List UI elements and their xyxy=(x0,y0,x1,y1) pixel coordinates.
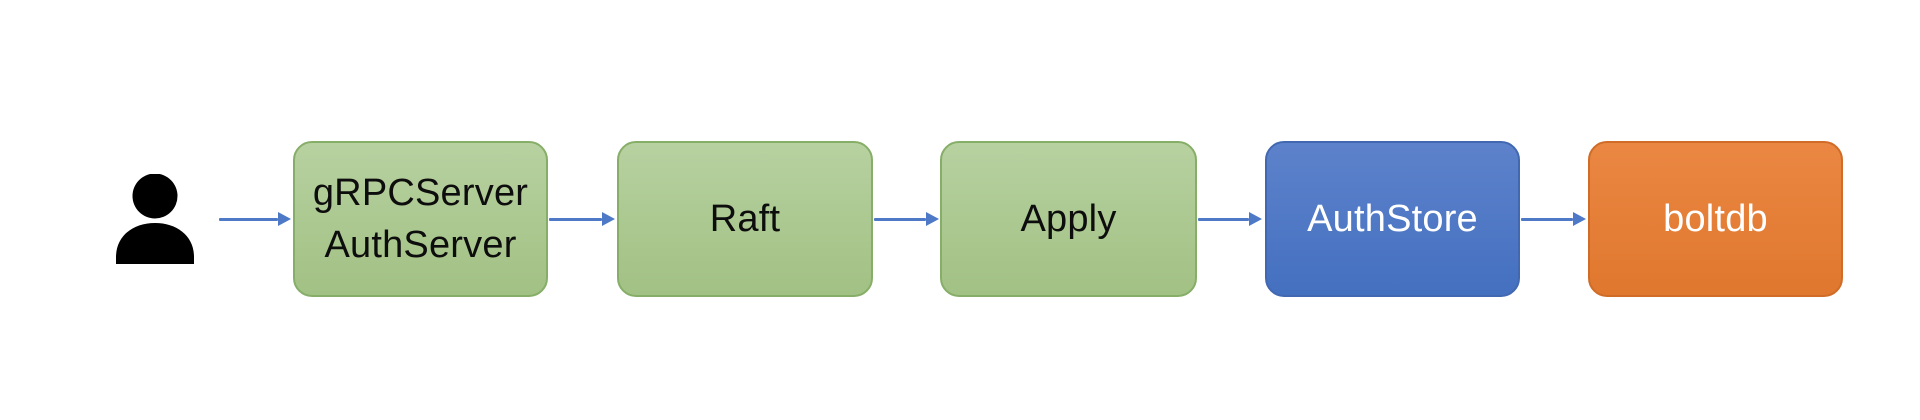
arrow-authstore-to-boltdb xyxy=(1521,212,1586,226)
arrowhead-icon xyxy=(278,212,291,226)
node-label-line: boltdb xyxy=(1663,197,1768,240)
node-label-line: Raft xyxy=(709,197,781,240)
arrow-apply-to-authstore xyxy=(1198,212,1262,226)
node-label-line: Apply xyxy=(1020,197,1117,240)
arrow-user-to-grpcserver xyxy=(219,212,291,226)
arrow-raft-to-apply xyxy=(874,212,939,226)
node-label-line: gRPCServer xyxy=(312,171,529,214)
node-label-line: AuthStore xyxy=(1307,197,1478,240)
arrowhead-icon xyxy=(602,212,615,226)
arrowhead-icon xyxy=(1249,212,1262,226)
arrow-shaft xyxy=(874,217,926,221)
arrowhead-icon xyxy=(926,212,939,226)
node-label-line: AuthServer xyxy=(324,224,517,266)
user-icon xyxy=(112,174,198,264)
node-grpcserver-authserver: gRPCServer AuthServer xyxy=(293,141,548,297)
node-boltdb: boltdb xyxy=(1588,141,1843,297)
arrow-shaft xyxy=(1521,217,1573,221)
arrow-grpcserver-to-raft xyxy=(549,212,615,226)
node-raft: Raft xyxy=(617,141,873,297)
arrow-shaft xyxy=(549,217,602,221)
node-authstore: AuthStore xyxy=(1265,141,1520,297)
arrow-shaft xyxy=(219,217,278,221)
arrowhead-icon xyxy=(1573,212,1586,226)
node-apply: Apply xyxy=(940,141,1197,297)
arrow-shaft xyxy=(1198,217,1249,221)
